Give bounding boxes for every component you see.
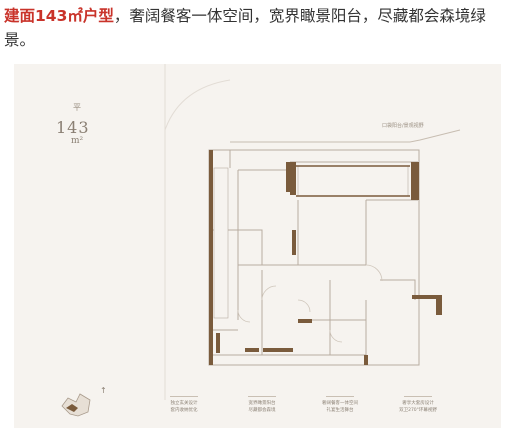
feature-text-1: 独立玄关设计 套内收纳优化 [170,401,198,413]
floorplan-card [14,64,501,428]
unit-type-label: 平 [73,103,81,112]
feature-text-3: 奢阔餐客一体空间 礼宴生活舞台 [322,401,358,413]
feature-divider [248,396,276,397]
feature-divider [326,396,354,397]
headline-rest: ，奢阔餐客一体空间，宽界瞰景阳台，尽藏都会森境绿景。 [4,7,486,49]
feature-divider [170,396,198,397]
area-value: 143 [56,118,90,137]
feature-divider [404,396,432,397]
site-mini-plan-icon [61,393,91,417]
headline: 建面143㎡户型，奢阔餐客一体空间，宽界瞰景阳台，尽藏都会森境绿景。 [4,4,501,52]
north-arrow-icon: ↑ [100,386,107,395]
area-unit: m² [71,136,84,146]
feature-text-4: 奢享大套房设计 双卫270°环幕视野 [399,401,437,413]
headline-highlight: 建面143㎡户型 [4,7,114,25]
feature-text-2: 宽界瞰景阳台 尽藏都会森境 [248,401,276,413]
balcony-note: 口袋阳台/景观视野 [382,123,424,129]
